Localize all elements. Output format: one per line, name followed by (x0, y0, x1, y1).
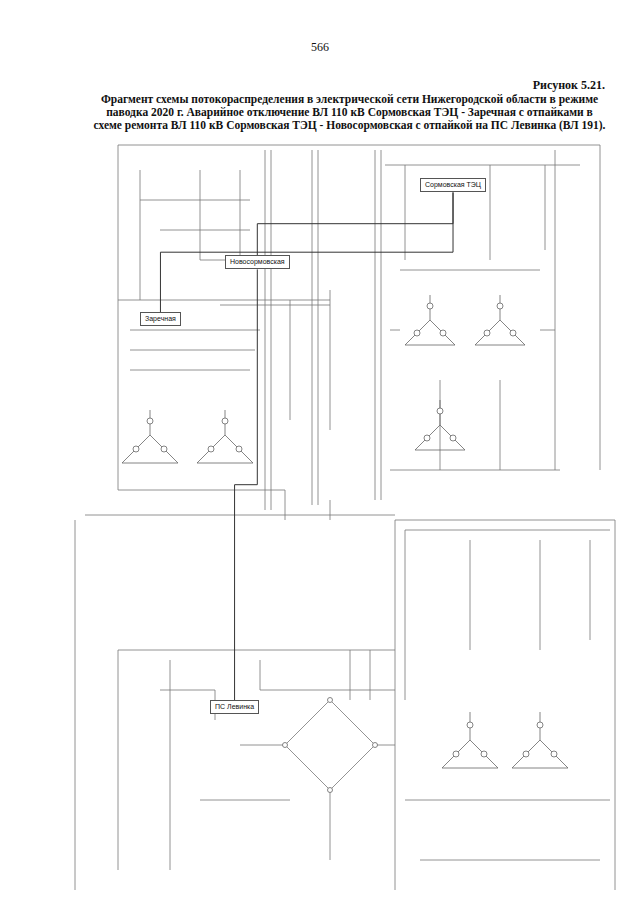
substation-box: Сормовская ТЭЦ (420, 178, 486, 192)
substation-name: ПС Левинка (215, 703, 254, 711)
power-line (257, 192, 453, 255)
page-number: 566 (0, 40, 640, 55)
substation-box: Заречная (140, 312, 181, 326)
figure-title: Фрагмент схемы потокораспределения в эле… (92, 93, 607, 133)
substation-name: Заречная (145, 315, 176, 323)
power-line (160, 192, 453, 312)
substation-name: Новосормовская (230, 258, 285, 266)
substation-box: ПС Левинка (210, 700, 259, 714)
power-line (235, 269, 258, 700)
substation-name: Сормовская ТЭЦ (425, 181, 481, 189)
substation-box: Новосормовская (225, 255, 290, 269)
figure-number: Рисунок 5.21. (300, 78, 605, 93)
